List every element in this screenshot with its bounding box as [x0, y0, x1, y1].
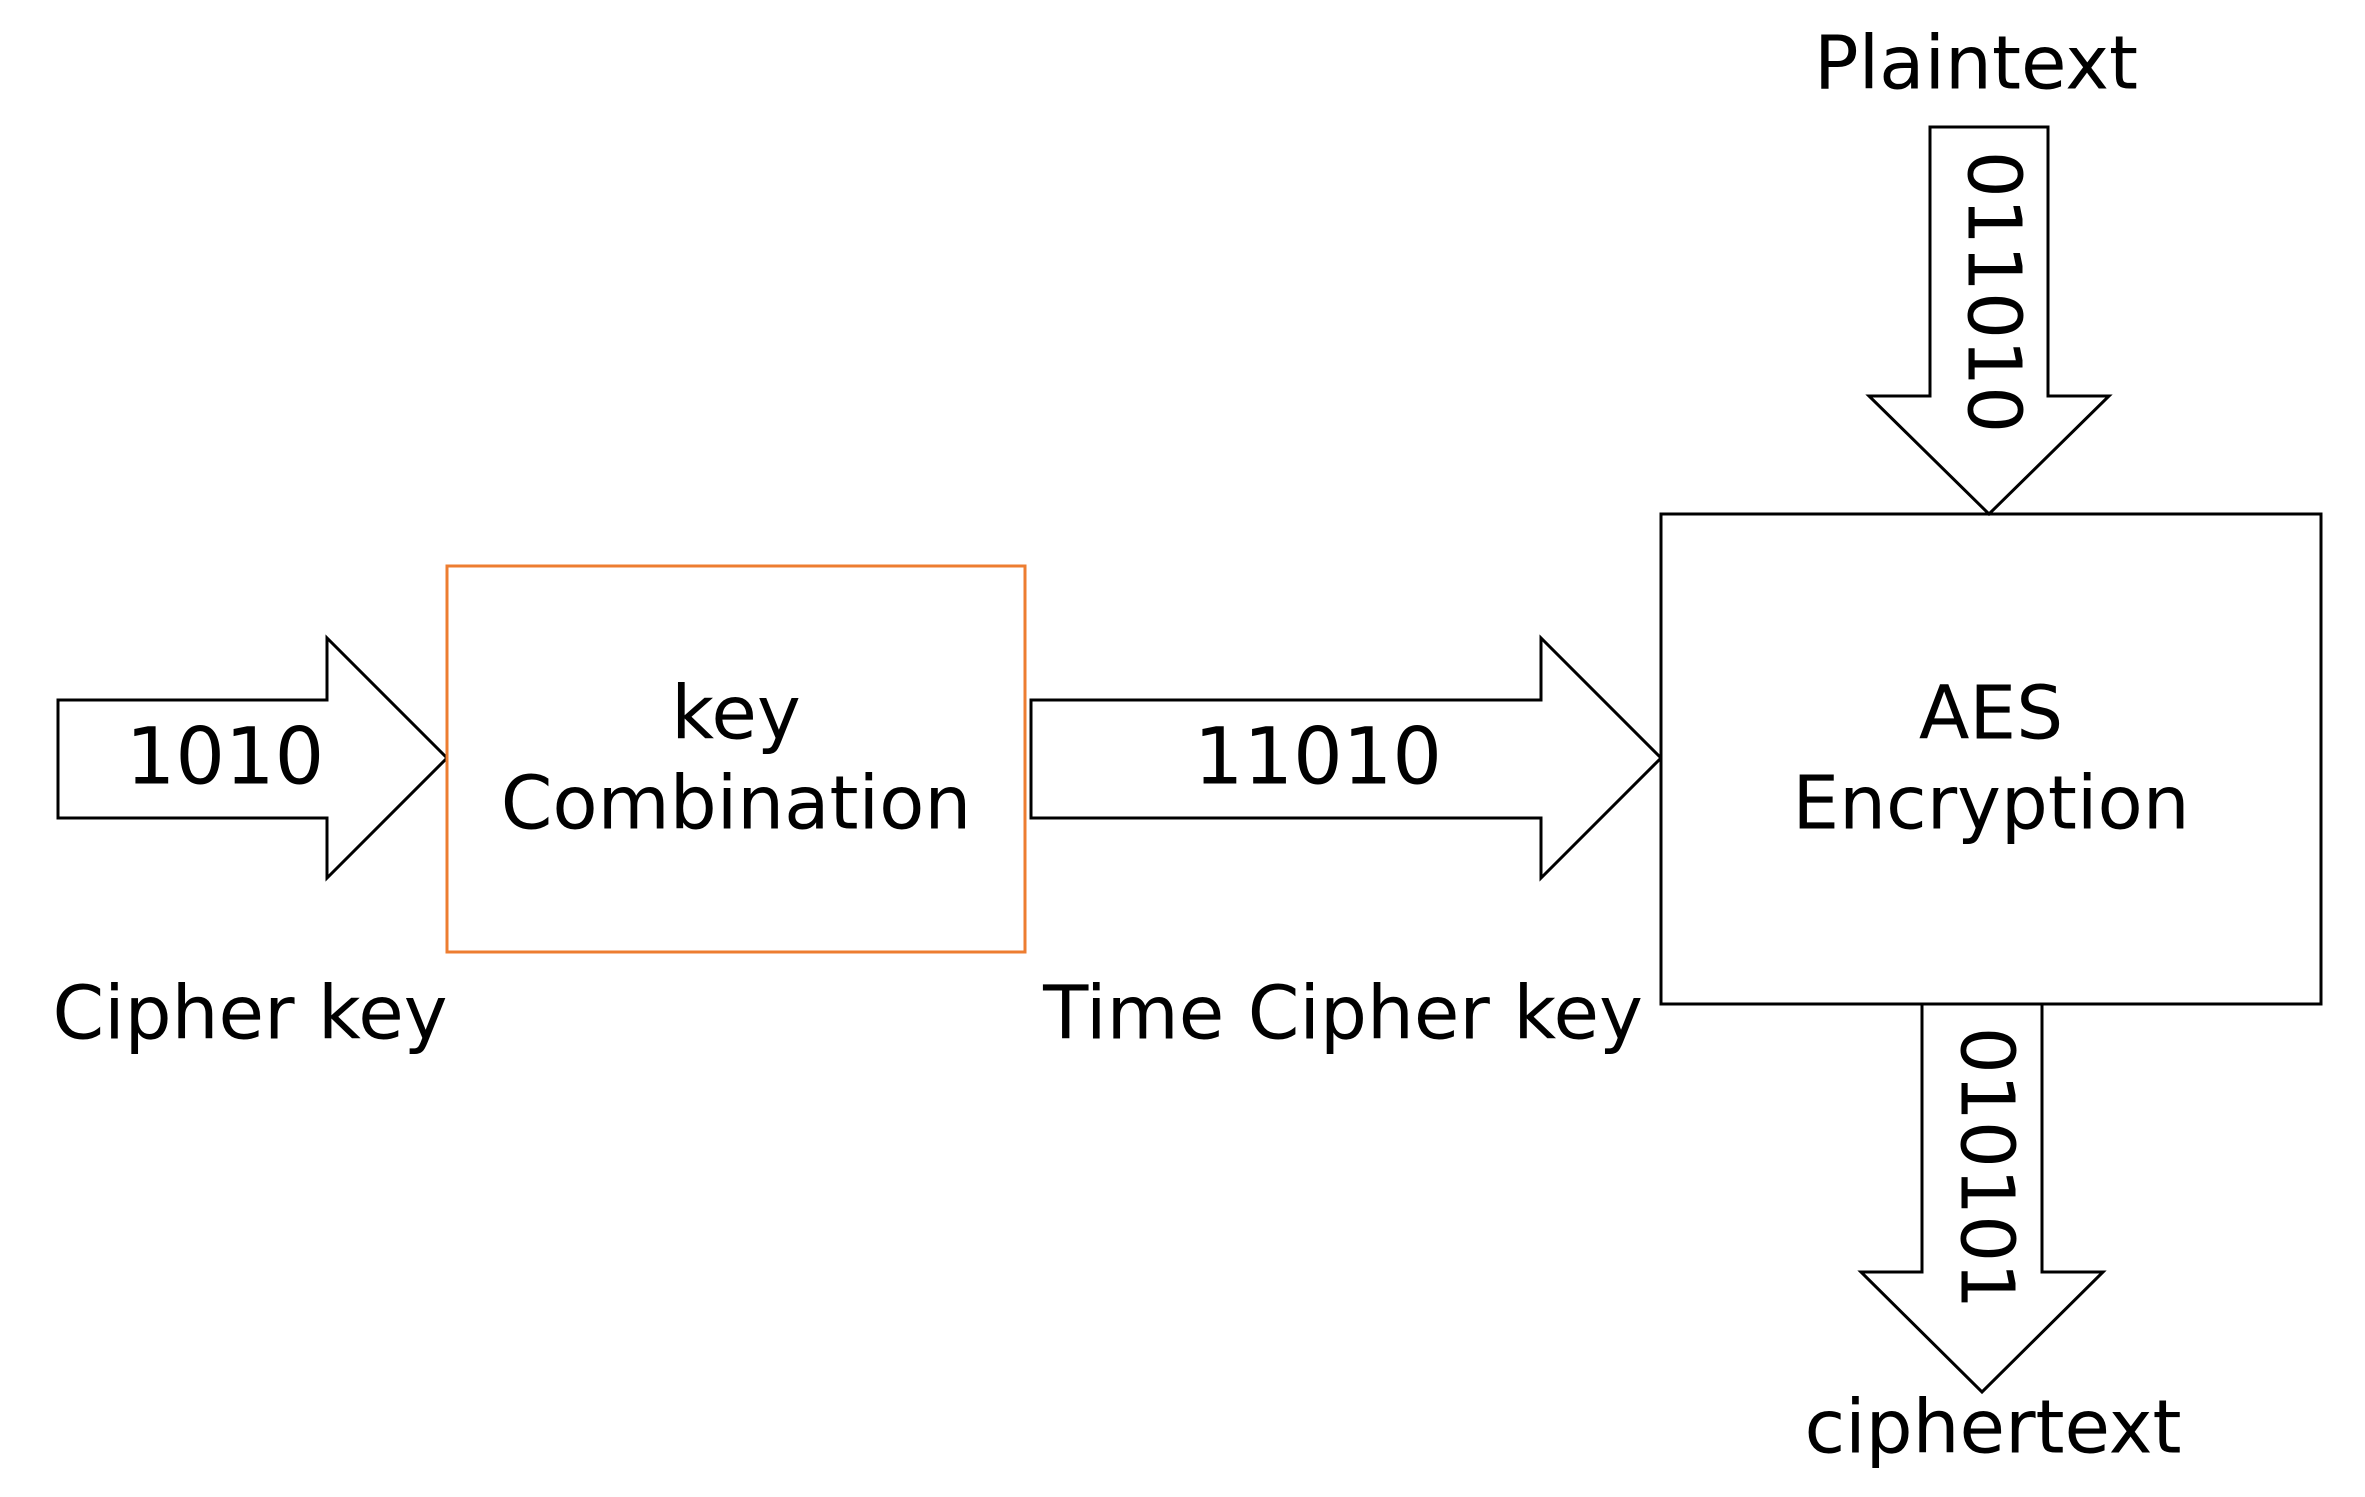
aes-encryption-line1: AES [1919, 671, 2063, 757]
plaintext-bits: 011010 [1950, 151, 2036, 434]
ciphertext-label: ciphertext [1804, 1385, 2181, 1471]
cipher-key-label: Cipher key [52, 971, 447, 1057]
key-combination-line2: Combination [501, 761, 972, 847]
plaintext-arrow-shape [1865, 125, 2113, 517]
key-combination-block: key Combination [445, 564, 1027, 954]
cipher-key-bits: 1010 [126, 712, 325, 802]
aes-encryption-line2: Encryption [1792, 761, 2189, 847]
ciphertext-arrow: 010101 [1857, 1002, 2107, 1395]
cipher-key-arrow-shape [56, 634, 450, 882]
plaintext-arrow: 011010 [1865, 125, 2113, 517]
cipher-key-arrow: 1010 [56, 634, 450, 882]
ciphertext-bits: 010101 [1943, 1027, 2029, 1310]
aes-encryption-box [1659, 512, 2323, 1006]
time-cipher-key-arrow-shape [1029, 634, 1664, 882]
aes-encryption-block: AES Encryption [1659, 512, 2323, 1006]
key-combination-line1: key [671, 671, 801, 757]
time-cipher-key-arrow: 11010 [1029, 634, 1664, 882]
time-cipher-key-bits: 11010 [1194, 712, 1442, 802]
time-cipher-key-label: Time Cipher key [1042, 971, 1643, 1057]
plaintext-label: Plaintext [1814, 21, 2138, 107]
ciphertext-arrow-shape [1857, 1002, 2107, 1395]
key-combination-box [445, 564, 1027, 954]
